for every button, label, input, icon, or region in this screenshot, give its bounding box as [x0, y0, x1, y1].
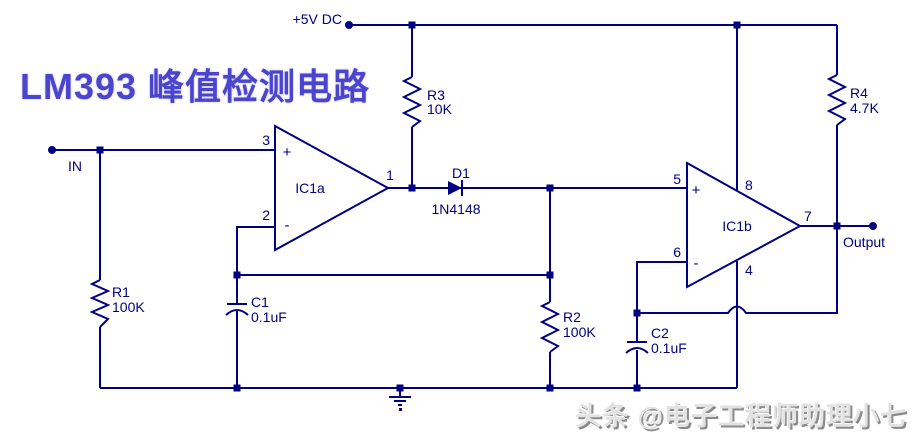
resistor-r1: R1 100K	[89, 279, 145, 328]
input-label: IN	[68, 158, 82, 174]
ic1b-minus-sign: -	[694, 255, 699, 272]
resistor-r2: R2 100K	[539, 301, 596, 353]
ic1b-pin6-label: 6	[673, 244, 681, 260]
wires	[52, 24, 873, 389]
junction-dot	[546, 271, 554, 279]
d1-designator-label: D1	[452, 165, 470, 181]
resistor-zigzag-icon	[89, 279, 111, 328]
junction-dot	[633, 309, 641, 317]
output-terminal-dot	[869, 222, 877, 230]
junction-dot	[233, 271, 241, 279]
ic1a-minus-sign: -	[285, 217, 290, 234]
capacitor-c2: C2 0.1uF	[625, 325, 687, 356]
r3-designator-label: R3	[427, 87, 445, 103]
c2-designator-label: C2	[651, 325, 669, 341]
junction-dot	[546, 384, 554, 392]
capacitor-c1: C1 0.1uF	[225, 294, 287, 325]
junction-dot	[733, 21, 741, 29]
r4-value-label: 4.7K	[850, 100, 879, 116]
ic1b-pin8-label: 8	[745, 177, 753, 193]
page-title: LM393 峰值检测电路	[20, 66, 371, 107]
diode-d1: D1 1N4148	[431, 165, 480, 217]
junction-dots	[96, 21, 841, 392]
opamp-triangle-icon	[686, 161, 803, 289]
ic1a-designator-label: IC1a	[295, 180, 325, 196]
r1-value-label: 100K	[112, 299, 145, 315]
c1-value-label: 0.1uF	[251, 309, 287, 325]
r4-designator-label: R4	[850, 85, 868, 101]
opamp-triangle-icon	[274, 124, 391, 252]
junction-dot	[233, 384, 241, 392]
resistor-r3: R3 10K	[401, 76, 453, 128]
opamp-ic1a: + - IC1a 3 2 1	[262, 124, 394, 252]
d1-value-label: 1N4148	[431, 201, 480, 217]
capacitor-curved-plate-icon	[625, 347, 649, 354]
output-label: Output	[843, 234, 885, 250]
opamp-ic1b: + - IC1b 5 6 7 8 4	[673, 161, 812, 289]
r2-designator-label: R2	[563, 309, 581, 325]
r1-designator-label: R1	[112, 284, 130, 300]
ic1a-pin3-label: 3	[262, 132, 270, 148]
resistor-zigzag-icon	[401, 76, 423, 128]
ground-dot-icon	[399, 408, 402, 411]
junction-dot	[546, 184, 554, 192]
wire-ic1b-feedback-hop	[637, 226, 838, 314]
c2-value-label: 0.1uF	[651, 340, 687, 356]
resistor-r4: R4 4.7K	[826, 74, 879, 126]
input-terminal-dot	[48, 146, 56, 154]
r2-value-label: 100K	[563, 324, 596, 340]
ic1a-pin1-label: 1	[386, 167, 394, 183]
supply-label: +5V DC	[293, 11, 342, 27]
ic1b-pin4-label: 4	[745, 262, 753, 278]
ground-symbol	[389, 388, 411, 411]
junction-dot	[96, 146, 104, 154]
ic1b-pin5-label: 5	[673, 171, 681, 187]
diode-arrow-icon	[448, 181, 462, 195]
junction-dot	[396, 384, 404, 392]
wire-ic1a-inverting	[236, 226, 275, 275]
r3-value-label: 10K	[427, 101, 453, 117]
ic1b-pin7-label: 7	[804, 208, 812, 224]
ic1b-designator-label: IC1b	[722, 218, 752, 234]
junction-dot	[408, 21, 416, 29]
junction-dot	[633, 384, 641, 392]
ic1b-plus-sign: +	[692, 182, 701, 199]
junction-dot	[833, 222, 841, 230]
watermark-text: 头条 @电子工程师助理小七	[575, 401, 907, 431]
supply-terminal-dot	[345, 21, 353, 29]
wire-ic1b-inverting	[636, 261, 687, 313]
resistor-zigzag-icon	[539, 301, 561, 353]
terminals: +5V DC IN Output	[48, 11, 885, 250]
c1-designator-label: C1	[251, 294, 269, 310]
ic1a-plus-sign: +	[283, 144, 292, 161]
resistor-zigzag-icon	[826, 74, 848, 126]
ic1a-pin2-label: 2	[262, 207, 270, 223]
junction-dot	[408, 184, 416, 192]
capacitor-curved-plate-icon	[225, 309, 249, 316]
